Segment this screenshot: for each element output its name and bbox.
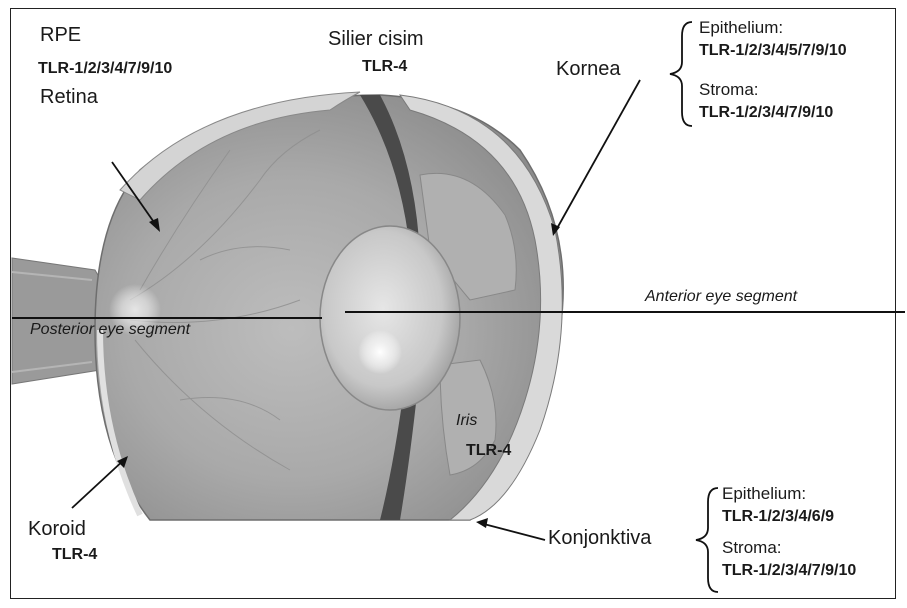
konjonktiva-epithelium-tlr: TLR-1/2/3/4/6/9 <box>722 508 834 526</box>
kornea-pointer <box>555 80 640 232</box>
konjonktiva-stroma-tlr: TLR-1/2/3/4/7/9/10 <box>722 562 856 580</box>
silier-label: Silier cisim <box>328 28 424 51</box>
kornea-label: Kornea <box>556 58 621 81</box>
iris-label: Iris <box>456 412 477 430</box>
rpe-tlr: TLR-1/2/3/4/7/9/10 <box>38 60 172 78</box>
kornea-stroma-tlr: TLR-1/2/3/4/7/9/10 <box>699 104 833 122</box>
konjonktiva-pointer <box>480 523 545 540</box>
iris-tlr: TLR-4 <box>466 442 511 460</box>
lens <box>320 226 460 410</box>
light-flare <box>358 330 402 374</box>
kornea-stroma-title: Stroma: <box>699 80 759 100</box>
konjonktiva-epithelium-title: Epithelium: <box>722 484 806 504</box>
koroid-pointer <box>72 458 126 508</box>
konjonktiva-brace <box>696 488 718 592</box>
anterior-segment-label: Anterior eye segment <box>645 288 797 306</box>
silier-tlr: TLR-4 <box>362 58 407 76</box>
konjonktiva-label: Konjonktiva <box>548 527 651 550</box>
kornea-brace <box>670 22 692 126</box>
posterior-segment-label: Posterior eye segment <box>30 321 190 339</box>
koroid-tlr: TLR-4 <box>52 546 97 564</box>
konjonktiva-stroma-title: Stroma: <box>722 538 782 558</box>
koroid-label: Koroid <box>28 518 86 541</box>
rpe-label: RPE <box>40 24 81 47</box>
kornea-epithelium-tlr: TLR-1/2/3/4/5/7/9/10 <box>699 42 847 60</box>
retina-label: Retina <box>40 86 98 109</box>
kornea-epithelium-title: Epithelium: <box>699 18 783 38</box>
